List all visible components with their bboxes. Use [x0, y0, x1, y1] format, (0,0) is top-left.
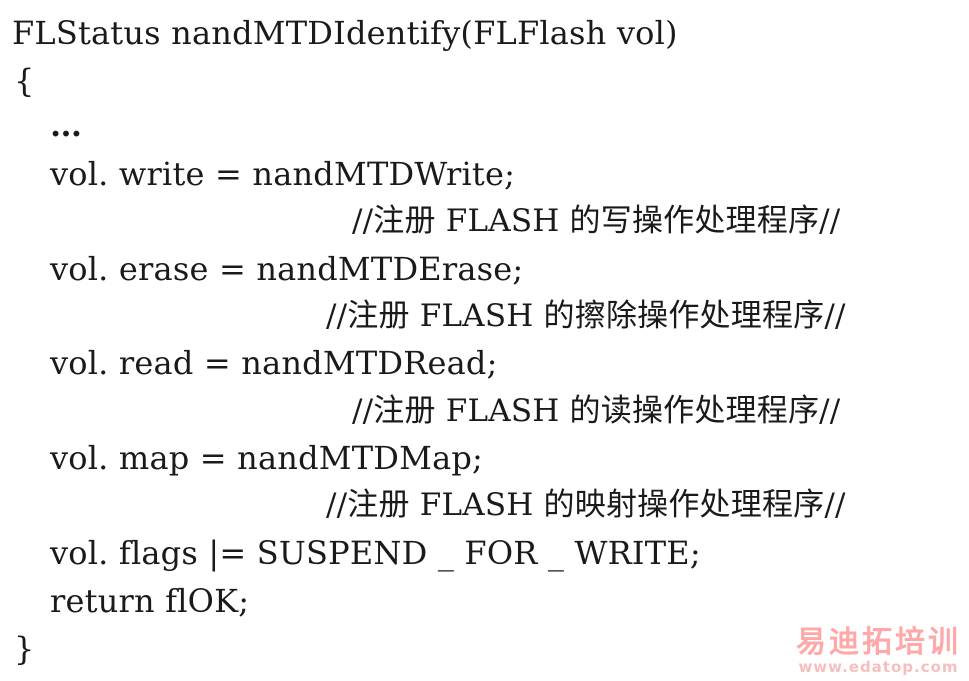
code-line-erase: vol. erase = nandMTDErase; [50, 250, 524, 288]
watermark: 易迪拓培训 www.edatop.com [796, 625, 961, 676]
watermark-url: www.edatop.com [798, 658, 959, 676]
watermark-brand: 易迪拓培训 [796, 625, 961, 660]
code-line-close-brace: } [14, 630, 35, 668]
code-line-signature: FLStatus nandMTDIdentify(FLFlash vol) [12, 14, 678, 52]
code-line-flags: vol. flags |= SUSPEND _ FOR _ WRITE; [50, 534, 701, 572]
code-line-return: return flOK; [50, 582, 250, 620]
code-line-open-brace: { [14, 62, 35, 100]
code-line-write: vol. write = nandMTDWrite; [50, 155, 516, 193]
code-comment-read: //注册 FLASH 的读操作处理程序// [352, 393, 841, 429]
code-line-map: vol. map = nandMTDMap; [50, 439, 484, 477]
code-line-read: vol. read = nandMTDRead; [50, 344, 498, 382]
code-comment-write: //注册 FLASH 的写操作处理程序// [352, 203, 841, 239]
code-comment-map: //注册 FLASH 的映射操作处理程序// [326, 487, 846, 523]
code-line-ellipsis: … [50, 106, 83, 144]
code-comment-erase: //注册 FLASH 的擦除操作处理程序// [326, 298, 846, 334]
